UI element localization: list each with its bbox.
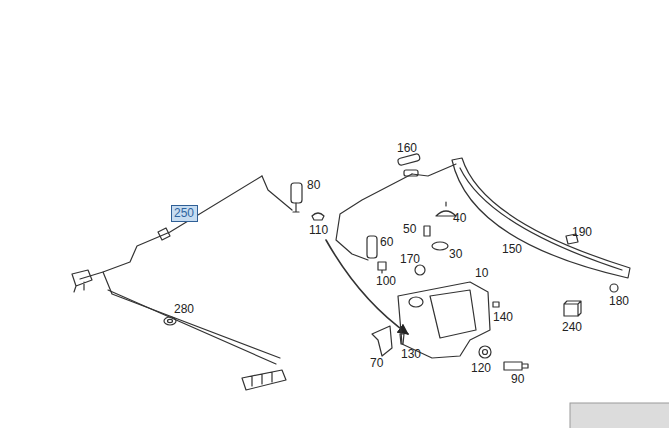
hose — [412, 164, 456, 176]
seal-ring — [432, 242, 448, 250]
clip — [493, 302, 499, 307]
hose-connector — [404, 170, 418, 176]
callout-number: 140 — [493, 310, 513, 324]
hose-clip — [158, 228, 170, 240]
highlight-box: 250 — [171, 205, 198, 222]
cowl-edge — [460, 168, 622, 270]
callout-number: 30 — [449, 247, 462, 261]
callout-number: 120 — [471, 361, 491, 375]
screw — [400, 334, 404, 344]
callout-number: 40 — [453, 211, 466, 225]
hose — [80, 176, 262, 279]
washer-pump — [367, 236, 377, 258]
corner-panel — [570, 403, 669, 428]
callout-number: 80 — [307, 178, 320, 192]
callout-number: 250 — [174, 207, 195, 220]
callout-number: 100 — [376, 274, 396, 288]
hose-connector — [397, 153, 420, 165]
level-sensor — [504, 362, 528, 370]
callout-number: 280 — [174, 302, 194, 316]
grommet — [483, 350, 488, 355]
hose — [336, 174, 412, 260]
nozzle — [378, 262, 386, 273]
washer-tank-detail — [430, 290, 476, 338]
cowl-panel — [452, 158, 630, 278]
grommet — [479, 346, 491, 358]
spray-nozzle — [242, 370, 286, 390]
plug — [610, 284, 618, 292]
pump-outlet — [293, 203, 299, 212]
callout-number: 150 — [502, 242, 522, 256]
callout-number: 90 — [511, 372, 524, 386]
callout-number: 60 — [380, 235, 393, 249]
washer-pump — [291, 183, 302, 203]
callout-number: 160 — [397, 141, 417, 155]
grommet — [164, 317, 176, 325]
callout-number: 240 — [562, 320, 582, 334]
hose — [262, 176, 292, 210]
callout-number: 190 — [572, 225, 592, 239]
hose — [103, 272, 280, 358]
callout-number: 170 — [400, 252, 420, 266]
bolt — [424, 226, 430, 236]
washer-tank — [398, 282, 490, 358]
block — [564, 301, 581, 316]
callout-number: 180 — [609, 294, 629, 308]
spray-nozzle — [72, 270, 92, 292]
callout-number: 130 — [401, 347, 421, 361]
hose — [108, 290, 276, 364]
tank-neck — [409, 297, 423, 307]
grommet — [168, 319, 173, 322]
callout-number: 50 — [403, 222, 416, 236]
callout-number: 10 — [475, 266, 488, 280]
callout-number: 110 — [309, 223, 328, 237]
callout-number: 70 — [370, 356, 383, 370]
seal-ring — [415, 265, 425, 275]
grommet — [312, 213, 324, 220]
bracket — [372, 326, 392, 356]
